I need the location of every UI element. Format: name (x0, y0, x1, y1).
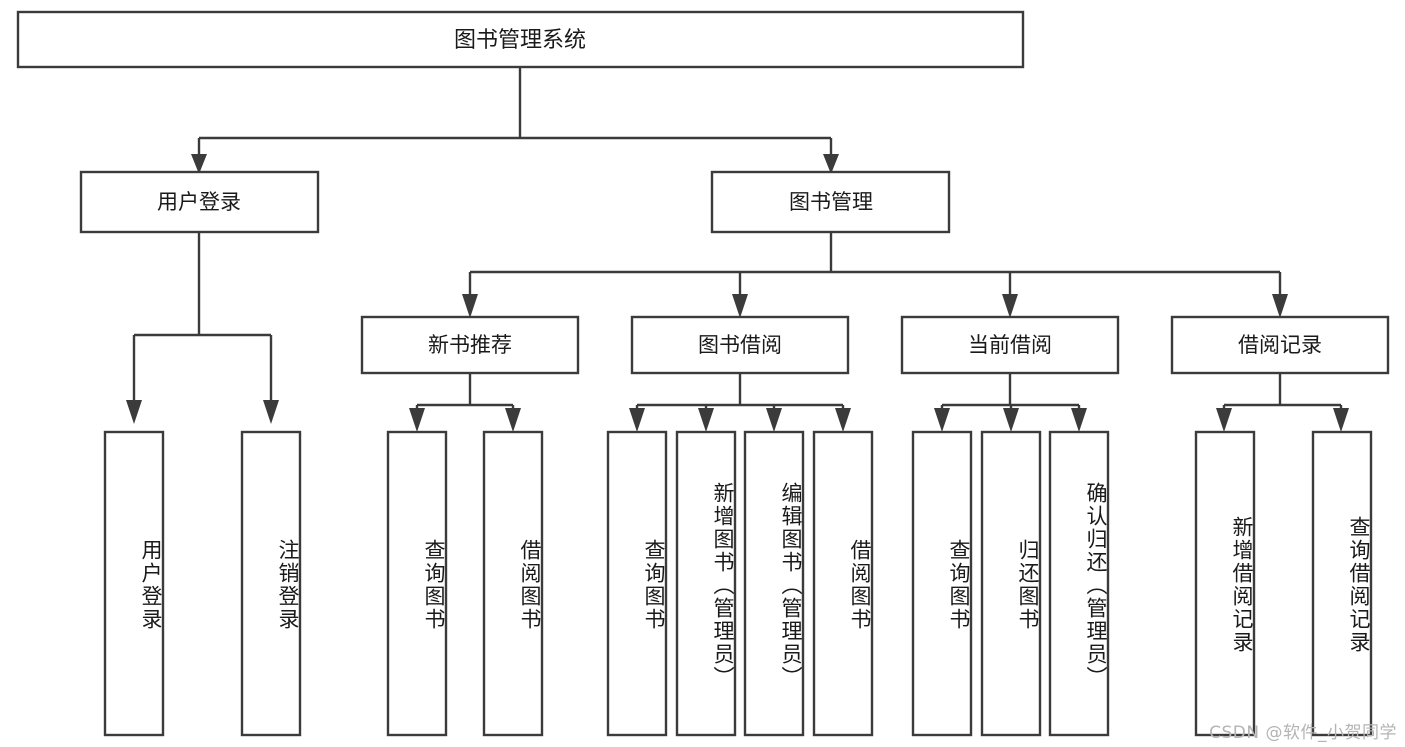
node-book-management[interactable] (710, 170, 951, 234)
leaf-query-book-cb[interactable] (911, 430, 973, 737)
arrow-head-cb-leaf-3 (1071, 408, 1087, 432)
arrow-head-br-leaf-2 (1333, 408, 1349, 432)
csdn-watermark: CSDN @软件_小贺同学 (1209, 723, 1397, 743)
leaf-borrow-book-nb[interactable] (482, 430, 544, 737)
leaf-add-borrow-record[interactable] (1194, 430, 1256, 737)
leaf-query-book-bb[interactable] (606, 430, 668, 737)
leaf-query-borrow-record[interactable] (1311, 430, 1373, 737)
arrow-head-bb-leaf-3 (766, 408, 782, 432)
leaf-user-login[interactable] (103, 430, 165, 737)
leaf-add-book-admin[interactable] (675, 430, 737, 737)
node-borrow-record-label: 借阅记录 (1238, 333, 1322, 357)
arrow-head-book-borrow (732, 294, 748, 318)
arrow-head-current-borrow (1002, 294, 1018, 318)
leaf-confirm-return-admin[interactable] (1048, 430, 1110, 737)
leaf-return-book[interactable] (980, 430, 1042, 737)
connector-layer (126, 67, 1349, 432)
arrow-head-user-login (191, 154, 207, 174)
node-new-book-recommend[interactable] (360, 315, 580, 375)
node-root-book-management-system[interactable] (16, 10, 1025, 69)
node-root-label: 图书管理系统 (454, 28, 586, 53)
arrow-head-book-mgmt (823, 154, 839, 174)
arrow-head-br-leaf-1 (1216, 408, 1232, 432)
node-new-book-recommend-label: 新书推荐 (428, 333, 512, 357)
arrow-head-borrow-record (1272, 294, 1288, 318)
node-current-borrow-label: 当前借阅 (968, 333, 1052, 357)
arrow-head-leaf-logout (263, 400, 279, 424)
node-current-borrow[interactable] (900, 315, 1120, 375)
node-user-login[interactable] (79, 170, 320, 234)
node-borrow-record[interactable] (1170, 315, 1390, 375)
arrow-head-leaf-user-login (126, 400, 142, 424)
leaf-edit-book-admin[interactable] (743, 430, 805, 737)
node-layer: 图书管理系统 用户登录 图书管理 新书推荐 图书借阅 当前借阅 借阅记录 (16, 10, 1390, 737)
arrow-head-nb-leaf-2 (505, 408, 521, 432)
arrow-head-cb-leaf-2 (1003, 408, 1019, 432)
arrow-head-nb-leaf-1 (409, 408, 425, 432)
node-book-borrow[interactable] (630, 315, 850, 375)
arrow-head-bb-leaf-4 (835, 408, 851, 432)
arrow-head-bb-leaf-1 (629, 408, 645, 432)
arrow-head-new-book (462, 294, 478, 318)
arrow-head-cb-leaf-1 (934, 408, 950, 432)
node-book-management-label: 图书管理 (789, 190, 873, 214)
node-user-login-label: 用户登录 (157, 190, 241, 214)
leaf-logout[interactable] (240, 430, 302, 737)
node-book-borrow-label: 图书借阅 (698, 333, 782, 357)
leaf-borrow-book-bb[interactable] (812, 430, 874, 737)
arrow-head-bb-leaf-2 (698, 408, 714, 432)
leaf-query-book-nb[interactable] (386, 430, 448, 737)
